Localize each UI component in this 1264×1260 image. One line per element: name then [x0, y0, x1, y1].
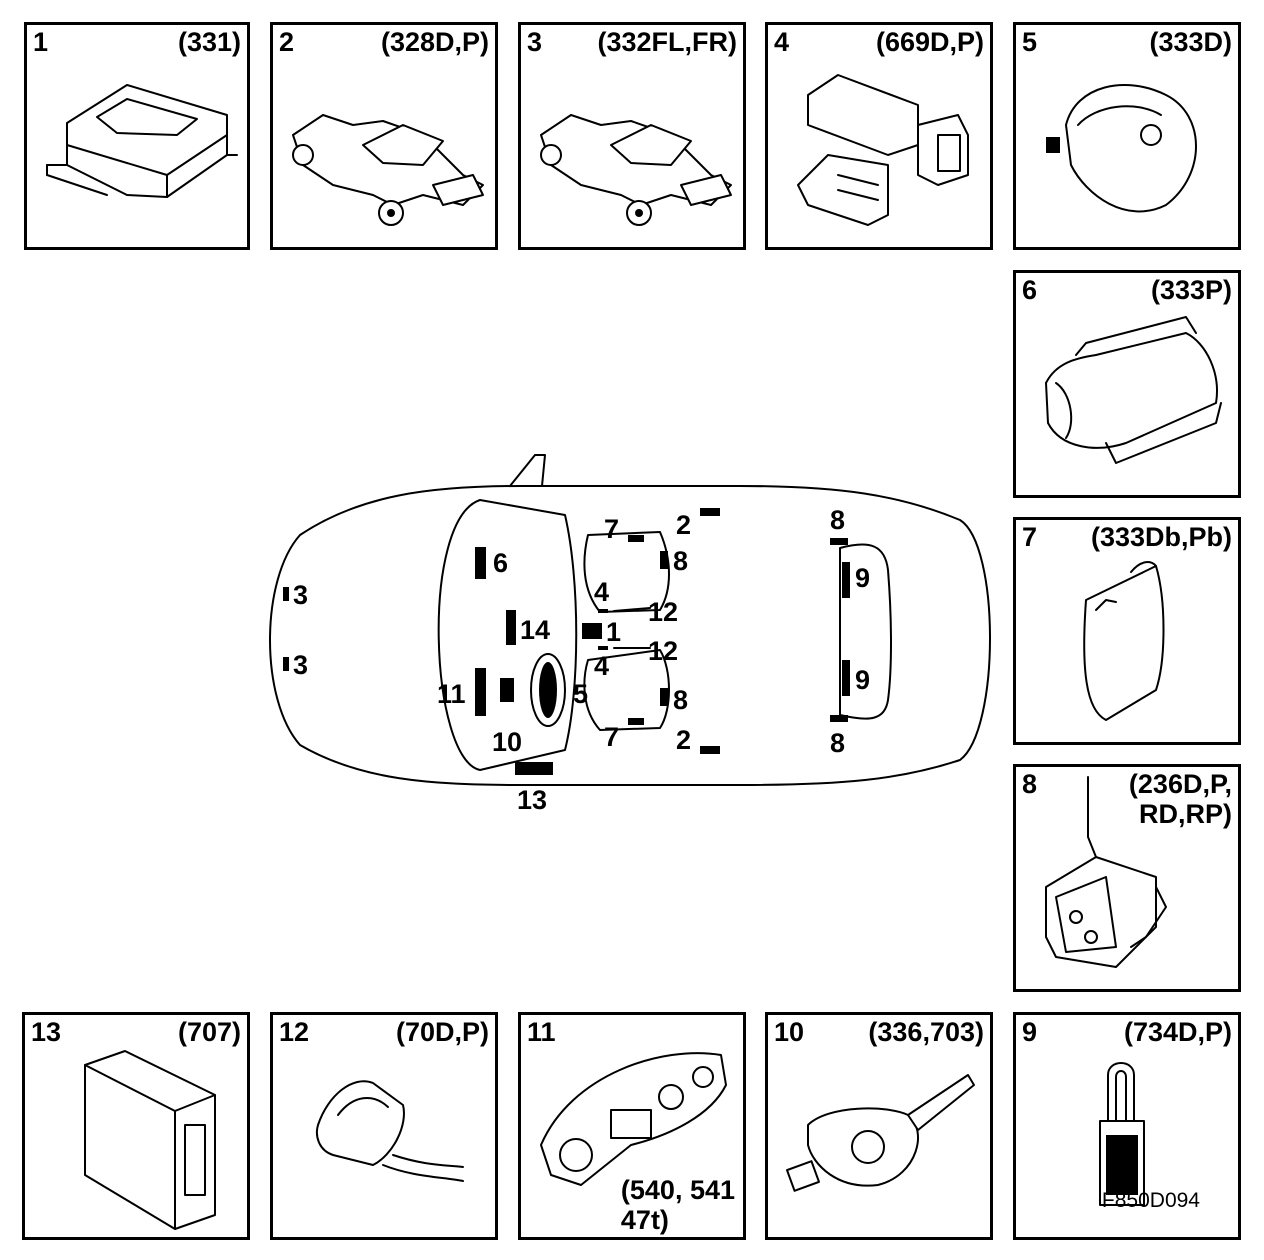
- control-module-icon: [46, 84, 238, 198]
- crash-sensor-icon: [292, 114, 484, 226]
- panel-code: (540, 541 47t): [620, 1175, 735, 1235]
- car-label-2-top: 2: [676, 510, 692, 540]
- panel-code: (734D,P): [1123, 1017, 1232, 1047]
- panel-number: 8: [1022, 769, 1038, 799]
- car-label-13: 13: [517, 785, 548, 815]
- panel-12-seat-switch: 12 (70D,P): [270, 1012, 498, 1240]
- panel-number: 9: [1022, 1017, 1038, 1047]
- car-label-6: 6: [493, 548, 509, 578]
- panel-number: 6: [1022, 275, 1038, 305]
- connector-module-icon: [84, 1050, 216, 1230]
- car-label-4-a: 4: [594, 577, 610, 607]
- crash-sensor-icon: [540, 114, 732, 226]
- panel-code: (236D,P, RD,RP): [1128, 769, 1232, 829]
- panel-number: 13: [31, 1017, 62, 1047]
- panel-1-control-module: 1 (331): [24, 22, 250, 250]
- car-label-14: 14: [520, 615, 551, 645]
- seat-belt-pretensioner-icon: [1045, 776, 1167, 968]
- car-label-8-rear-bottom: 8: [830, 728, 846, 758]
- panel-code: (333P): [1150, 275, 1232, 305]
- knee-airbag-icon: [1083, 561, 1165, 721]
- panel-number: 1: [33, 27, 49, 57]
- panel-11-instrument-cluster: 11 (540, 541 47t): [518, 1012, 746, 1240]
- belt-buckle-icon: [1099, 1062, 1145, 1206]
- panel-code: (332FL,FR): [597, 27, 737, 57]
- steering-wheel-airbag-icon: [1046, 84, 1197, 213]
- panel-number: 4: [774, 27, 790, 57]
- panel-code: (331): [177, 27, 241, 57]
- car-label-4-b: 4: [594, 651, 610, 681]
- instrument-cluster-icon: [540, 1052, 727, 1186]
- car-label-7-bottom: 7: [604, 722, 620, 752]
- car-label-12-a: 12: [648, 597, 679, 627]
- car-label-3-b: 3: [293, 650, 309, 680]
- panel-number: 11: [527, 1017, 556, 1047]
- panel-2-crash-sensor: 2 (328D,P): [270, 22, 498, 250]
- panel-3-crash-sensor: 3 (332FL,FR): [518, 22, 746, 250]
- panel-code: (333Db,Pb): [1090, 522, 1232, 552]
- side-airbag-icon: [797, 74, 969, 226]
- panel-9-belt-buckle: 9 (734D,P) F850D094: [1013, 1012, 1241, 1240]
- passenger-airbag-icon: [1045, 316, 1222, 464]
- car-label-10: 10: [492, 727, 523, 757]
- panel-number: 7: [1022, 522, 1038, 552]
- car-label-3-a: 3: [293, 580, 309, 610]
- car-label-12-b: 12: [648, 636, 679, 666]
- car-label-1: 1: [606, 617, 622, 647]
- clockspring-icon: [786, 1074, 975, 1192]
- panel-7-knee-airbag: 7 (333Db,Pb): [1013, 517, 1241, 745]
- car-label-2-bottom: 2: [676, 725, 692, 755]
- panel-code: (336,703): [868, 1017, 984, 1047]
- panel-number: 3: [527, 27, 543, 57]
- car-label-8-front-top: 8: [673, 546, 689, 576]
- car-label-5: 5: [573, 679, 589, 709]
- car-label-7-top: 7: [604, 514, 620, 544]
- panel-6-passenger-airbag: 6 (333P): [1013, 270, 1241, 498]
- panel-code: (669D,P): [875, 27, 984, 57]
- panel-code: (70D,P): [395, 1017, 489, 1047]
- car-label-8-rear-top: 8: [830, 505, 846, 535]
- seat-switch-icon: [315, 1080, 464, 1182]
- panel-number: 2: [279, 27, 295, 57]
- panel-10-steering-clockspring: 10 (336,703): [765, 1012, 993, 1240]
- panel-code: (707): [177, 1017, 241, 1047]
- figure-id: F850D094: [1101, 1189, 1200, 1212]
- car-label-9-b: 9: [855, 665, 871, 695]
- car-label-9-a: 9: [855, 563, 871, 593]
- panel-5-steering-wheel-airbag: 5 (333D): [1013, 22, 1241, 250]
- panel-8-seat-belt-pretensioner: 8 (236D,P, RD,RP): [1013, 764, 1241, 992]
- panel-code: (333D): [1149, 27, 1232, 57]
- panel-number: 5: [1022, 27, 1038, 57]
- panel-number: 12: [279, 1017, 310, 1047]
- panel-code: (328D,P): [380, 27, 489, 57]
- panel-13-connector-module: 13 (707): [22, 1012, 250, 1240]
- car-label-11: 11: [437, 679, 466, 709]
- car-label-8-front-bottom: 8: [673, 685, 689, 715]
- panel-number: 10: [774, 1017, 805, 1047]
- panel-4-side-airbag: 4 (669D,P): [765, 22, 993, 250]
